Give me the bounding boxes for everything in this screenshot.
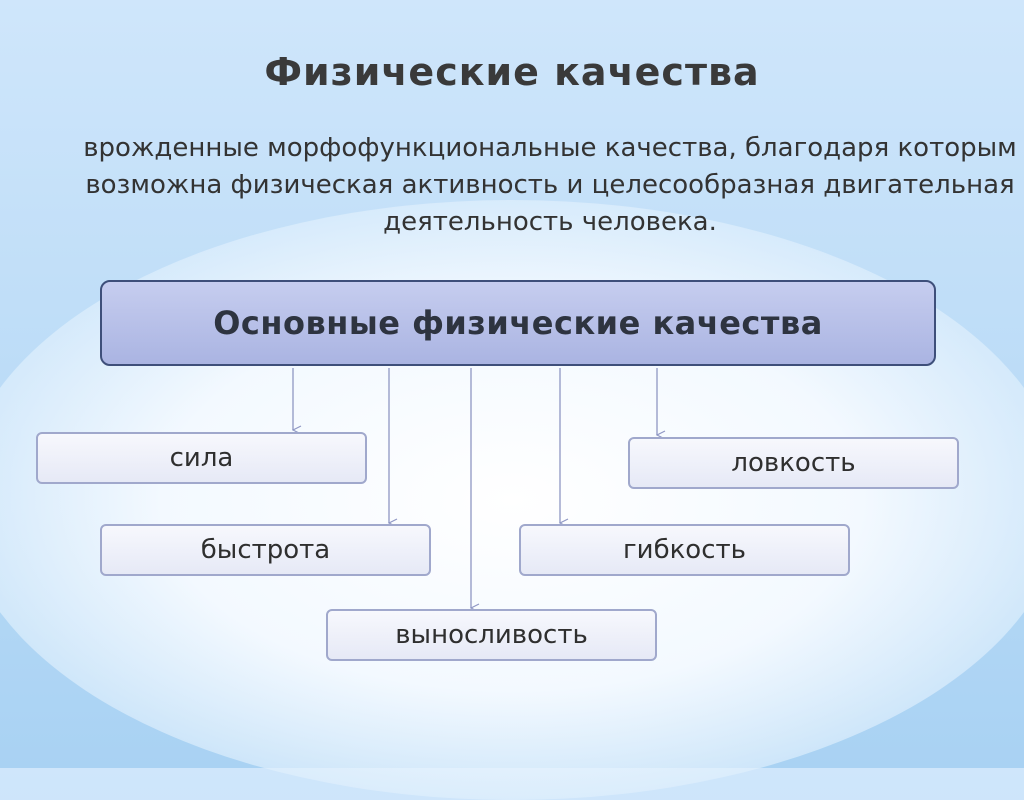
quality-box-sila: сила: [36, 432, 367, 484]
definition-text: врожденные морфофункциональные качества,…: [83, 133, 1017, 237]
main-qualities-box: Основные физические качества: [100, 280, 936, 366]
page-title: Физические качества: [264, 50, 760, 94]
quality-box-gibkost: гибкость: [519, 524, 850, 576]
quality-box-lovkost: ловкость: [628, 437, 959, 489]
quality-box-vynoslivost: выносливость: [326, 609, 657, 661]
quality-box-bystrota: быстрота: [100, 524, 431, 576]
connector-arrows: [0, 368, 1024, 768]
